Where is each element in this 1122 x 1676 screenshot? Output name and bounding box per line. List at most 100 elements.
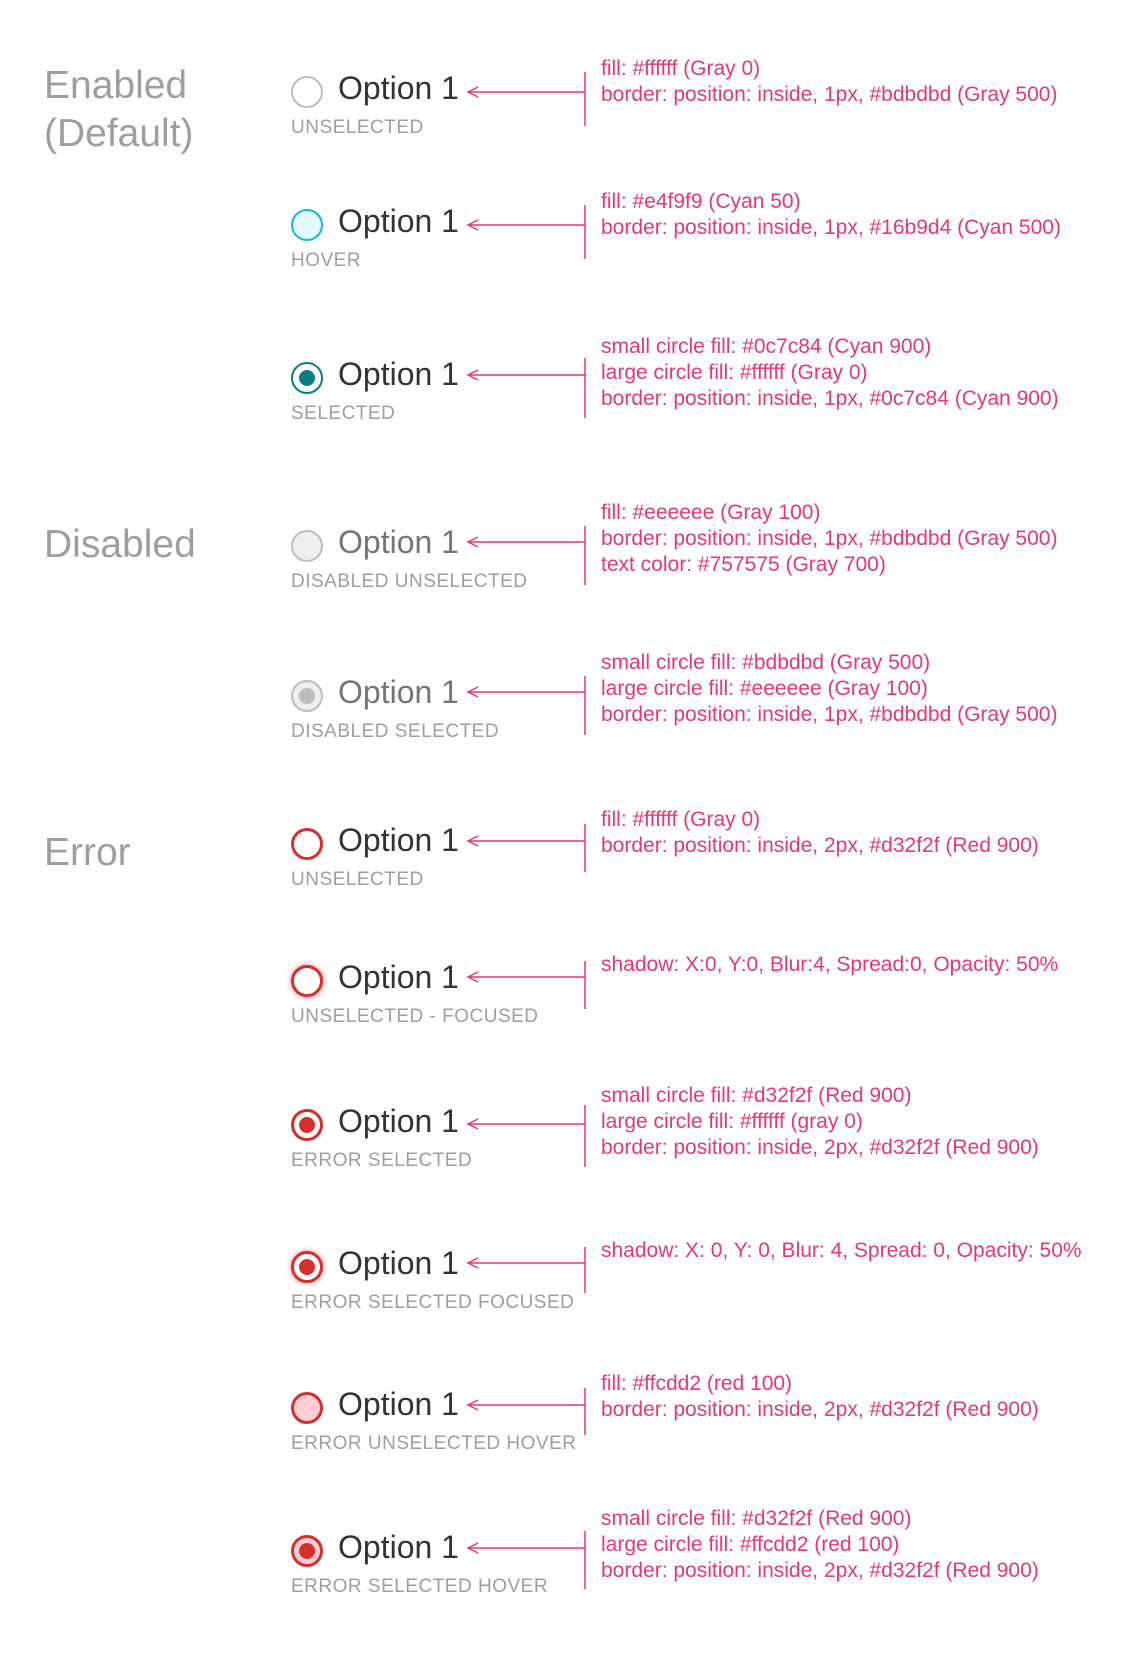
radio-button-error-focused[interactable] (291, 965, 323, 997)
note-line: fill: #ffffff (Gray 0) (601, 57, 761, 80)
option-label: Option 1 (338, 1529, 459, 1565)
annotation-notes: small circle fill: #d32f2f (Red 900) lar… (601, 1083, 1039, 1161)
radio-button-error-hover[interactable] (291, 1392, 323, 1424)
note-line: fill: #ffffff (Gray 0) (601, 808, 761, 831)
note-line: small circle fill: #bdbdbd (Gray 500) (601, 651, 931, 674)
annotation-arrow (466, 358, 586, 418)
note-line: large circle fill: #ffffff (Gray 0) (601, 361, 868, 384)
radio-dot (299, 1259, 315, 1275)
state-caption: UNSELECTED - FOCUSED (291, 1006, 539, 1027)
state-row-enabled-hover: Option 1 HOVER fill: #e4f9f9 (Cyan 50) b… (0, 190, 1122, 335)
state-row-error-selected-hover: Option 1 ERROR SELECTED HOVER small circ… (0, 1507, 1122, 1661)
annotation-arrow (466, 676, 586, 735)
radio-dot (299, 688, 315, 704)
radio-button-error[interactable] (291, 828, 323, 860)
annotation-notes: fill: #eeeeee (Gray 100) border: positio… (601, 500, 1057, 578)
option-label: Option 1 (338, 1386, 459, 1422)
state-row-enabled-selected: Option 1 SELECTED small circle fill: #0c… (0, 335, 1122, 488)
radio-dot (299, 370, 315, 386)
radio-button-disabled-selected[interactable] (291, 680, 323, 712)
annotation-notes: shadow: X: 0, Y: 0, Blur: 4, Spread: 0, … (601, 1238, 1082, 1264)
note-line: fill: #eeeeee (Gray 100) (601, 501, 821, 524)
annotation-arrow (466, 1247, 586, 1293)
section-title-line: (Default) (44, 112, 194, 155)
annotation-notes: fill: #e4f9f9 (Cyan 50) border: position… (601, 189, 1061, 241)
state-row-error-unselected-hover: Option 1 ERROR UNSELECTED HOVER fill: #f… (0, 1372, 1122, 1518)
annotation-arrow (466, 205, 586, 259)
annotation-arrow (466, 72, 586, 126)
state-row-disabled-selected: Option 1 DISABLED SELECTED small circle … (0, 651, 1122, 806)
note-line: text color: #757575 (Gray 700) (601, 553, 886, 576)
radio-button-error-selected[interactable] (291, 1109, 323, 1141)
option-label: Option 1 (338, 524, 459, 560)
radio-button-disabled[interactable] (291, 530, 323, 562)
annotation-notes: fill: #ffffff (Gray 0) border: position:… (601, 56, 1057, 108)
note-line: small circle fill: #d32f2f (Red 900) (601, 1084, 912, 1107)
annotation-notes: small circle fill: #d32f2f (Red 900) lar… (601, 1506, 1039, 1584)
annotation-notes: shadow: X:0, Y:0, Blur:4, Spread:0, Opac… (601, 952, 1058, 978)
state-caption: UNSELECTED (291, 117, 424, 138)
note-line: border: position: inside, 2px, #d32f2f (… (601, 834, 1039, 857)
section-title-disabled: Disabled (44, 521, 196, 569)
option-label: Option 1 (338, 822, 459, 858)
state-row-error-unselected: Option 1 UNSELECTED fill: #ffffff (Gray … (0, 808, 1122, 954)
radio-button-error-selected-focused[interactable] (291, 1251, 323, 1283)
state-row-error-selected-focused: Option 1 ERROR SELECTED FOCUSED shadow: … (0, 1239, 1122, 1377)
section-title-line: Disabled (44, 523, 196, 566)
radio-button-selected[interactable] (291, 362, 323, 394)
annotation-arrow (466, 961, 586, 1009)
radio-button-error-selected-hover[interactable] (291, 1535, 323, 1567)
state-caption: ERROR SELECTED (291, 1150, 473, 1171)
annotation-notes: fill: #ffcdd2 (red 100) border: position… (601, 1371, 1039, 1423)
annotation-arrow (466, 526, 586, 585)
state-caption: UNSELECTED (291, 869, 424, 890)
note-line: small circle fill: #d32f2f (Red 900) (601, 1507, 912, 1530)
radio-dot (299, 1543, 315, 1559)
note-line: border: position: inside, 2px, #d32f2f (… (601, 1559, 1039, 1582)
option-label: Option 1 (338, 1103, 459, 1139)
state-caption: ERROR SELECTED FOCUSED (291, 1292, 575, 1313)
state-caption: ERROR SELECTED HOVER (291, 1576, 549, 1597)
note-line: large circle fill: #ffffff (gray 0) (601, 1110, 863, 1133)
note-line: border: position: inside, 1px, #bdbdbd (… (601, 527, 1058, 550)
option-label: Option 1 (338, 1245, 459, 1281)
state-row-disabled-unselected: Option 1 DISABLED UNSELECTED fill: #eeee… (0, 501, 1122, 656)
radio-dot (299, 1117, 315, 1133)
state-caption: DISABLED SELECTED (291, 721, 500, 742)
annotation-notes: fill: #ffffff (Gray 0) border: position:… (601, 807, 1039, 859)
annotation-notes: small circle fill: #0c7c84 (Cyan 900) la… (601, 334, 1059, 412)
note-line: fill: #e4f9f9 (Cyan 50) (601, 190, 801, 213)
section-title-error: Error (44, 829, 131, 877)
radio-button-hover[interactable] (291, 209, 323, 241)
radio-button-unselected[interactable] (291, 76, 323, 108)
annotation-arrow (466, 1388, 586, 1435)
note-line: shadow: X:0, Y:0, Blur:4, Spread:0, Opac… (601, 953, 1059, 976)
section-title-enabled: Enabled (Default) (44, 62, 194, 158)
state-caption: HOVER (291, 250, 362, 271)
annotation-arrow (466, 1105, 586, 1167)
state-caption: DISABLED UNSELECTED (291, 571, 528, 592)
section-title-line: Error (44, 831, 131, 874)
note-line: border: position: inside, 1px, #bdbdbd (… (601, 83, 1058, 106)
note-line: fill: #ffcdd2 (red 100) (601, 1372, 793, 1395)
note-line: large circle fill: #eeeeee (Gray 100) (601, 677, 928, 700)
section-title-line: Enabled (44, 64, 188, 107)
note-line: border: position: inside, 1px, #0c7c84 (… (601, 387, 1059, 410)
state-caption: SELECTED (291, 403, 396, 424)
option-label: Option 1 (338, 959, 459, 995)
state-row-error-unselected-focused: Option 1 UNSELECTED - FOCUSED shadow: X:… (0, 953, 1122, 1091)
option-label: Option 1 (338, 203, 459, 239)
note-line: border: position: inside, 1px, #16b9d4 (… (601, 216, 1061, 239)
note-line: shadow: X: 0, Y: 0, Blur: 4, Spread: 0, … (601, 1239, 1082, 1262)
state-row-error-selected: Option 1 ERROR SELECTED small circle fil… (0, 1084, 1122, 1235)
annotation-arrow (466, 824, 586, 872)
note-line: border: position: inside, 2px, #d32f2f (… (601, 1136, 1039, 1159)
note-line: small circle fill: #0c7c84 (Cyan 900) (601, 335, 932, 358)
note-line: border: position: inside, 1px, #bdbdbd (… (601, 703, 1058, 726)
state-caption: ERROR UNSELECTED HOVER (291, 1433, 577, 1454)
annotation-notes: small circle fill: #bdbdbd (Gray 500) la… (601, 650, 1057, 728)
note-line: large circle fill: #ffcdd2 (red 100) (601, 1533, 900, 1556)
option-label: Option 1 (338, 356, 459, 392)
note-line: border: position: inside, 2px, #d32f2f (… (601, 1398, 1039, 1421)
option-label: Option 1 (338, 674, 459, 710)
